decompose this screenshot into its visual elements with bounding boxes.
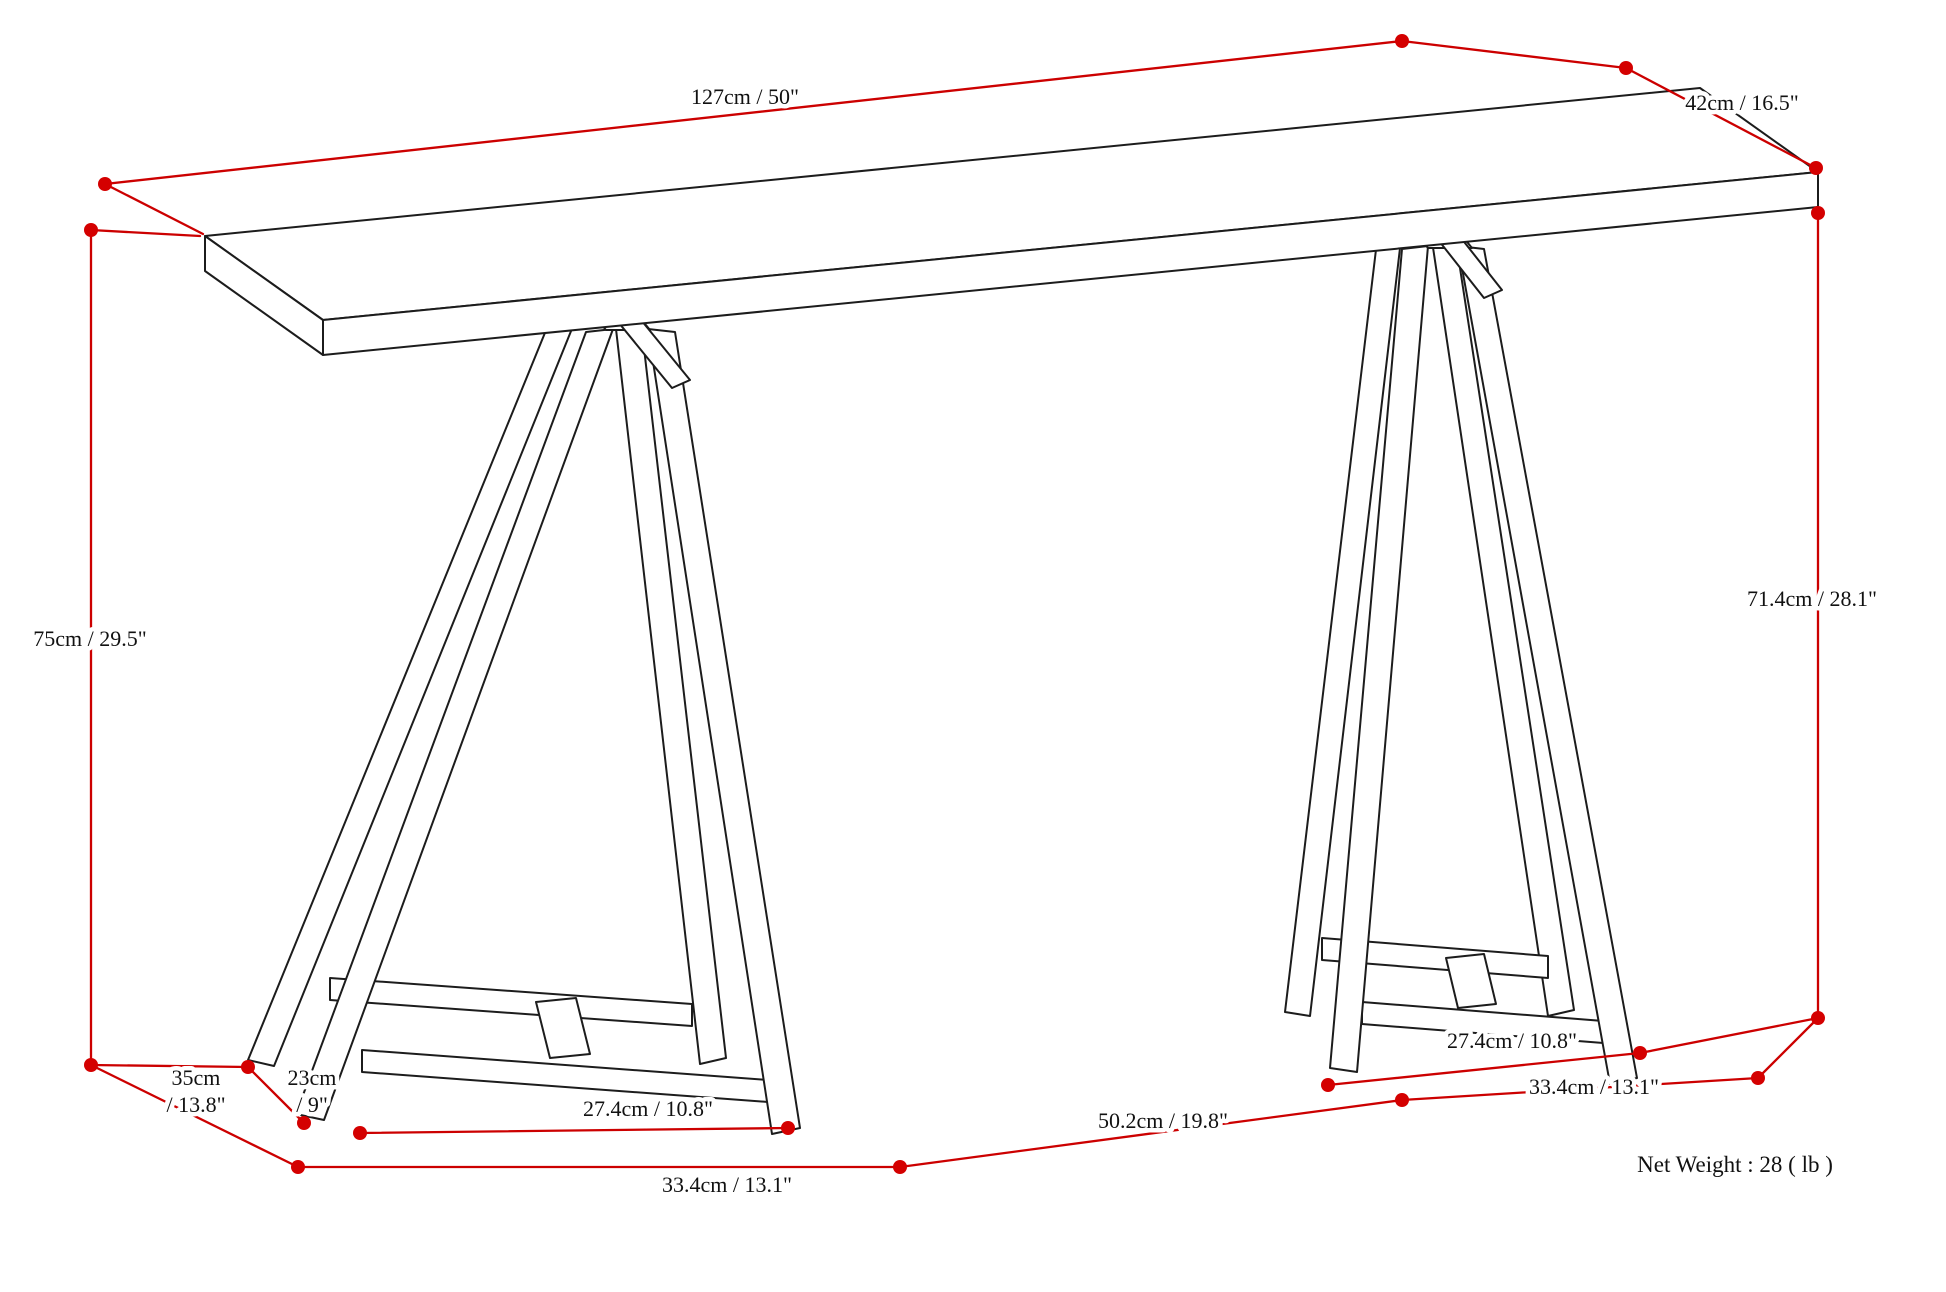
- dim-dot: [1751, 1071, 1765, 1085]
- dim-dot: [297, 1116, 311, 1130]
- dim-dot: [98, 177, 112, 191]
- tabletop: [204, 87, 1819, 356]
- label-outer-span-left: 33.4cm / 13.1": [662, 1172, 792, 1197]
- left-trestle-front-right-leg: [647, 328, 801, 1135]
- dim-dot: [1811, 206, 1825, 220]
- label-foot-offset-cm: 23cm: [288, 1065, 337, 1090]
- dimension-labels: 127cm / 50" 42cm / 16.5" 75cm / 29.5" 71…: [29, 80, 1882, 1202]
- left-trestle-rear-stretcher: [329, 977, 693, 1027]
- label-top-depth: 42cm / 16.5": [1685, 90, 1798, 115]
- label-base-depth-in: / 13.8": [166, 1092, 225, 1117]
- label-outer-span-right: 33.4cm / 13.1": [1529, 1074, 1659, 1099]
- dim-conn-inner-right: [1638, 1016, 1820, 1055]
- left-trestle: [247, 283, 801, 1135]
- label-inner-span-left: 27.4cm / 10.8": [583, 1096, 713, 1121]
- dim-dot: [353, 1126, 367, 1140]
- dim-line-depth: [1624, 66, 1818, 170]
- left-trestle-cross-piece: [535, 997, 591, 1059]
- dim-dot: [84, 223, 98, 237]
- label-net-weight: Net Weight : 28 ( lb ): [1637, 1152, 1833, 1177]
- label-height-left: 75cm / 29.5": [33, 626, 146, 651]
- dimension-lines: [89, 39, 1820, 1169]
- label-height-right: 71.4cm / 28.1": [1747, 586, 1877, 611]
- dim-ext-length-left: [103, 182, 205, 236]
- label-foot-offset-in: / 9": [296, 1092, 328, 1117]
- dim-line-base-depth: [89, 1063, 300, 1169]
- dim-conn-outer-right: [1756, 1016, 1820, 1080]
- dim-dot: [893, 1160, 907, 1174]
- dim-dot: [1619, 61, 1633, 75]
- left-trestle-rear-left-leg: [247, 293, 587, 1067]
- dim-dot: [291, 1160, 305, 1174]
- label-base-depth-cm: 35cm: [172, 1065, 221, 1090]
- right-trestle: [1284, 205, 1638, 1085]
- dim-conn-base: [89, 1063, 250, 1069]
- dim-line-length: [103, 39, 1404, 186]
- dim-dot: [1395, 1093, 1409, 1107]
- dim-ext-length-right: [1400, 39, 1628, 70]
- dim-line-foot-offset: [246, 1065, 306, 1125]
- dim-line-inner-right: [1326, 1051, 1642, 1087]
- label-center-gap: 50.2cm / 19.8": [1098, 1108, 1228, 1133]
- dimension-dots: [84, 34, 1825, 1174]
- dim-dot: [1809, 161, 1823, 175]
- dim-line-outer-right: [1400, 1076, 1760, 1102]
- tabletop-left-edge: [204, 235, 324, 356]
- dim-dot: [1811, 1011, 1825, 1025]
- right-trestle-cross-piece: [1445, 953, 1497, 1009]
- dim-ext-height-left: [89, 228, 202, 238]
- dim-dot: [241, 1060, 255, 1074]
- dim-dot: [1633, 1046, 1647, 1060]
- dim-dot: [781, 1121, 795, 1135]
- dim-dot: [84, 1058, 98, 1072]
- label-top-length: 127cm / 50": [691, 84, 799, 109]
- dim-dot: [1395, 34, 1409, 48]
- right-trestle-rear-stretcher: [1321, 937, 1549, 979]
- label-inner-span-right: 27.4cm / 10.8": [1447, 1028, 1577, 1053]
- dim-dot: [1321, 1078, 1335, 1092]
- right-trestle-front-right-leg: [1457, 245, 1638, 1085]
- dim-line-center-gap: [898, 1098, 1404, 1169]
- dim-line-inner-left: [358, 1126, 790, 1135]
- left-trestle-front-left-leg: [295, 328, 614, 1121]
